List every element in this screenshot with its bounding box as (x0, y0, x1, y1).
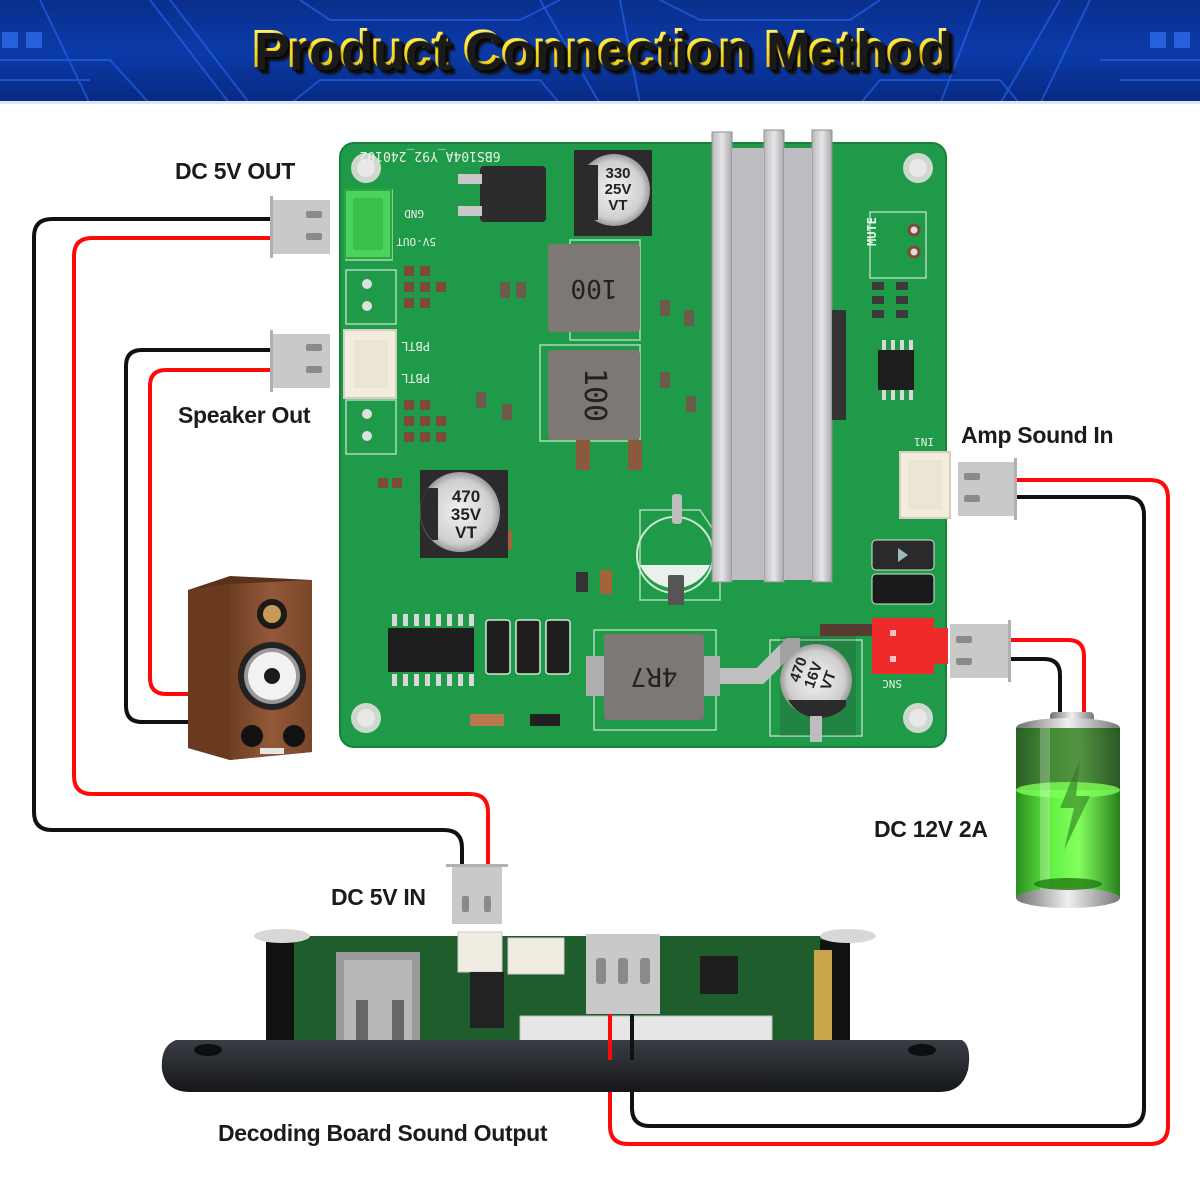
svg-text:330: 330 (605, 165, 630, 182)
battery-icon (1016, 712, 1120, 908)
plug-speaker-out (270, 330, 330, 392)
svg-text:4R7: 4R7 (631, 661, 678, 691)
svg-text:100: 100 (577, 368, 612, 422)
wire-5v-loop (32, 217, 490, 870)
silk-mute: MUTE (865, 217, 879, 246)
speaker-icon (188, 576, 312, 760)
board-id: 6BS104A_Y92_240102 (360, 148, 501, 163)
decoder-board (161, 929, 970, 1092)
page-title: Product Connection Method (0, 18, 1200, 80)
wire-5v-black (32, 217, 464, 870)
plug-amp-sound-in (958, 458, 1017, 520)
wire-12v (1010, 638, 1086, 716)
inductor-100-bottom: 100 (548, 350, 642, 470)
silk-5v-out: 5V-OUT (396, 235, 436, 248)
wire-12v-red (1010, 638, 1086, 716)
plug-dc-12v (950, 620, 1011, 682)
inductor-100-top: 100 (548, 244, 640, 332)
plug-decoder-output (586, 934, 660, 1014)
svg-text:VT: VT (455, 523, 477, 542)
ic-chip (388, 614, 474, 686)
label-amp-sound-in: Amp Sound In (961, 422, 1114, 448)
label-decoding-board-output: Decoding Board Sound Output (218, 1120, 548, 1146)
connector-power-socket (820, 618, 948, 674)
wire-12v-black (1010, 657, 1062, 716)
label-speaker-out: Speaker Out (178, 402, 311, 428)
label-dc-5v-out: DC 5V OUT (175, 158, 295, 184)
capacitor-330uf: 330 25V VT (574, 150, 652, 236)
silk-snc: SNC (882, 677, 902, 690)
silk-gnd: GND (404, 207, 424, 220)
wire-5v-red (72, 236, 490, 870)
svg-text:VT: VT (817, 669, 840, 693)
plug-5v-out (270, 196, 330, 258)
mounting-holes (351, 153, 933, 733)
wire-audio-signal (608, 478, 1170, 1146)
svg-text:25V: 25V (605, 181, 632, 198)
header-banner: Product Connection Method (0, 0, 1200, 104)
plug-dc-5v-in (446, 864, 508, 924)
svg-text:35V: 35V (451, 505, 482, 524)
wire-speaker-black (124, 348, 272, 724)
silk-pbtl-bottom: PBTL (401, 371, 430, 385)
inductor-4r7: 4R7 (586, 634, 800, 720)
svg-text:VT: VT (608, 197, 627, 214)
capacitor-470uf-16v: 470 16V VT (780, 636, 856, 742)
wire-audio-red (608, 478, 1170, 1146)
svg-text:470: 470 (452, 487, 480, 506)
svg-text:100: 100 (571, 273, 618, 303)
wire-audio-black (630, 495, 1146, 1128)
wire-speaker-red (148, 368, 272, 696)
label-dc-12v-2a: DC 12V 2A (874, 816, 988, 842)
amplifier-board: 6BS104A_Y92_240102 GND 5V-OUT 330 25V VT… (339, 129, 951, 748)
silk-pbtl-top: PBTL (401, 339, 430, 353)
label-dc-5v-in: DC 5V IN (331, 884, 426, 910)
heatsink (711, 129, 833, 583)
banner-divider (0, 101, 1200, 104)
silk-in1: IN1 (914, 435, 934, 448)
circuit-pattern (0, 0, 1200, 104)
capacitor-470uf-35v: 470 35V VT (420, 470, 508, 558)
wire-speaker (124, 348, 272, 724)
